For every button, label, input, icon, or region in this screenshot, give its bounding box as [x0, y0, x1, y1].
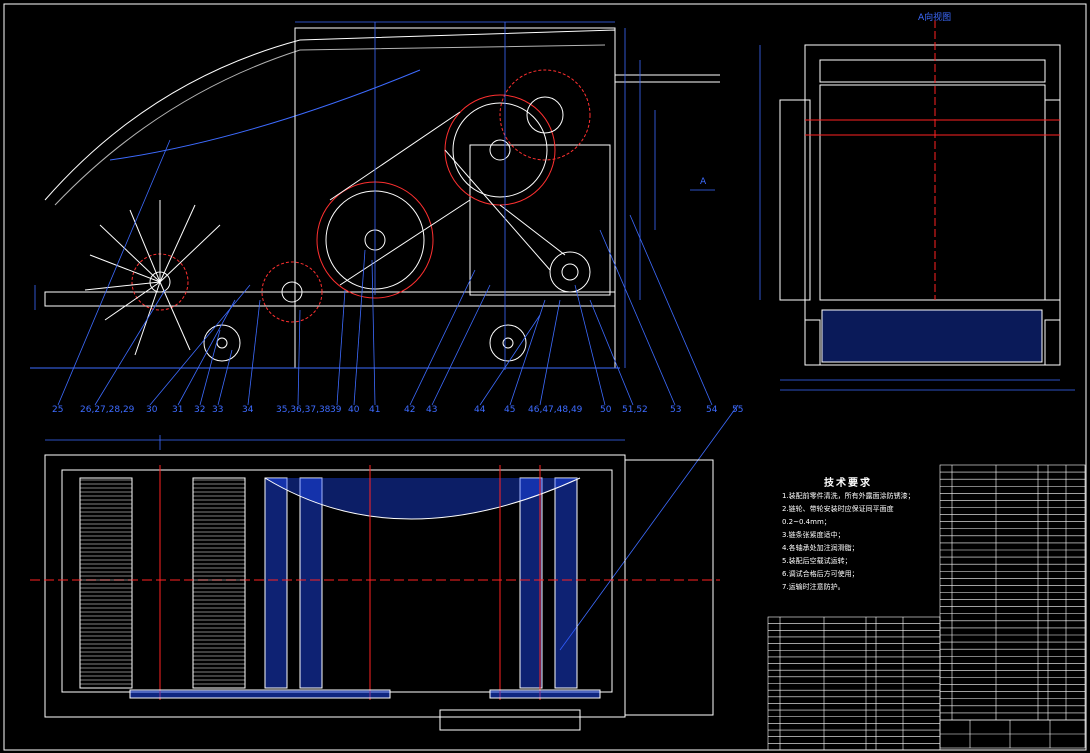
handle-loop [624, 459, 714, 716]
requirement-item: 3.链条张紧度适中； [782, 531, 845, 539]
part-label: 35,36,37,38 [276, 405, 331, 415]
view-arrow-a: A [690, 177, 715, 191]
part-label: 31 [172, 405, 183, 415]
front-view-dimensions [34, 21, 656, 370]
brush-curve [264, 477, 581, 520]
belt-2 [299, 477, 323, 689]
hood-curve [109, 69, 421, 161]
part-label: 41 [369, 405, 380, 415]
upper-frame [469, 144, 611, 296]
part-label: 54 [706, 405, 718, 415]
side-view [779, 20, 1061, 366]
part-label: 53 [670, 405, 681, 415]
hood-outline [44, 29, 616, 368]
part-label: 32 [194, 405, 205, 415]
tech-requirements-title: 技术要求 [824, 478, 872, 489]
belt-4 [554, 477, 578, 689]
part-label: 55 [732, 405, 743, 415]
side-frame-inner [819, 84, 1046, 301]
requirement-item: 1.装配前零件清洗，所有外露面涂防锈漆； [782, 492, 915, 500]
part-label: 42 [404, 405, 415, 415]
drawing-frame [3, 3, 1087, 751]
tension-wheel [549, 251, 591, 293]
part-label: 51,52 [622, 405, 648, 415]
drive-wheel-large [444, 94, 556, 206]
part-label: 30 [146, 405, 158, 415]
arrow-a-label: A [700, 177, 707, 187]
top-view [30, 454, 720, 731]
top-view-dimensions [45, 435, 625, 450]
requirement-item: 6.调试合格后方可使用； [782, 570, 859, 578]
sprocket-top [499, 69, 591, 161]
belt-3 [519, 477, 543, 689]
caster-front [203, 324, 241, 362]
requirement-item: 5.装配后空载试运转； [782, 557, 852, 565]
comb-1 [79, 477, 133, 689]
part-label: 44 [474, 405, 486, 415]
belt-1 [264, 477, 288, 689]
part-label: 34 [242, 405, 254, 415]
part-label: 33 [212, 405, 223, 415]
part-number-labels: 25 26,27,28,29 30 31 32 33 34 35,36,37,3… [52, 405, 743, 415]
part-label: 40 [348, 405, 360, 415]
hood-inner [54, 44, 606, 206]
requirement-item: 7.运输时注意防护。 [782, 583, 845, 591]
part-label: 45 [504, 405, 515, 415]
caster-rear [489, 324, 527, 362]
bom-tables [767, 464, 1086, 751]
requirement-item: 4.各轴承处加注润滑脂； [782, 544, 859, 552]
side-view-dimensions [759, 45, 1075, 391]
section-a-label: A向视图 [918, 11, 951, 23]
tech-requirements-list: 1.装配前零件清洗，所有外露面涂防锈漆； 2.链轮、带轮安装时应保证同平面度0.… [782, 490, 942, 594]
part-label: 39 [330, 405, 342, 415]
part-label: 25 [52, 405, 63, 415]
comb-2 [192, 477, 246, 689]
part-label: 50 [600, 405, 612, 415]
part-label: 43 [426, 405, 437, 415]
sprocket-small [261, 261, 323, 323]
part-label: 46,47,48,49 [528, 405, 583, 415]
front-view-leaders [57, 139, 739, 651]
base-rail [44, 291, 616, 307]
side-hatch-block [821, 309, 1043, 363]
comb-lines [80, 479, 245, 685]
requirement-item: 2.链轮、带轮安装时应保证同平面度0.2~0.4mm； [782, 505, 894, 526]
part-label: 26,27,28,29 [80, 405, 135, 415]
